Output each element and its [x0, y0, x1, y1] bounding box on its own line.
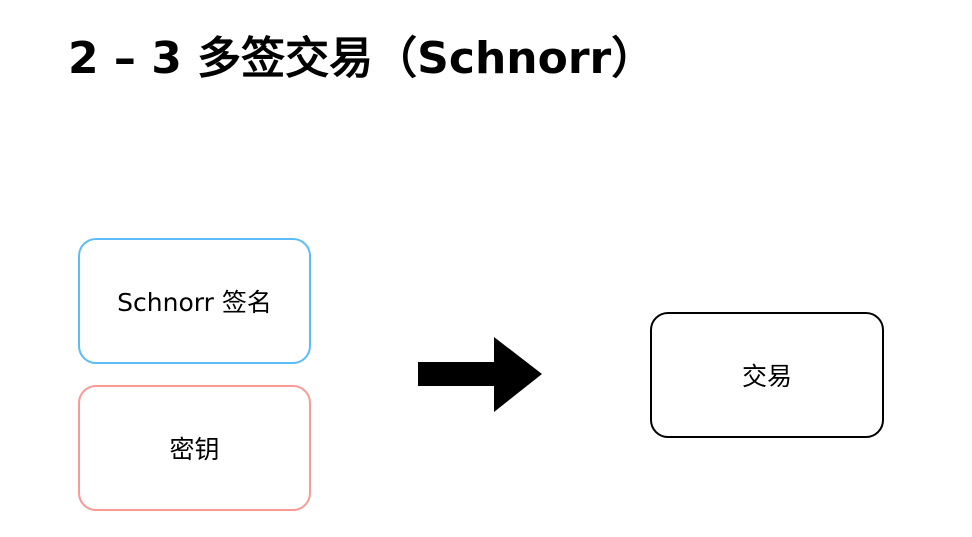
- key-label: 密钥: [169, 435, 220, 464]
- schnorr-signature-label: Schnorr 签名: [117, 288, 272, 317]
- transaction-label: 交易: [741, 362, 792, 391]
- key-box: 密钥: [78, 385, 311, 511]
- schnorr-signature-box: Schnorr 签名: [78, 238, 311, 364]
- transaction-box: 交易: [650, 312, 884, 438]
- slide-title: 2 – 3 多签交易（Schnorr）: [68, 33, 656, 84]
